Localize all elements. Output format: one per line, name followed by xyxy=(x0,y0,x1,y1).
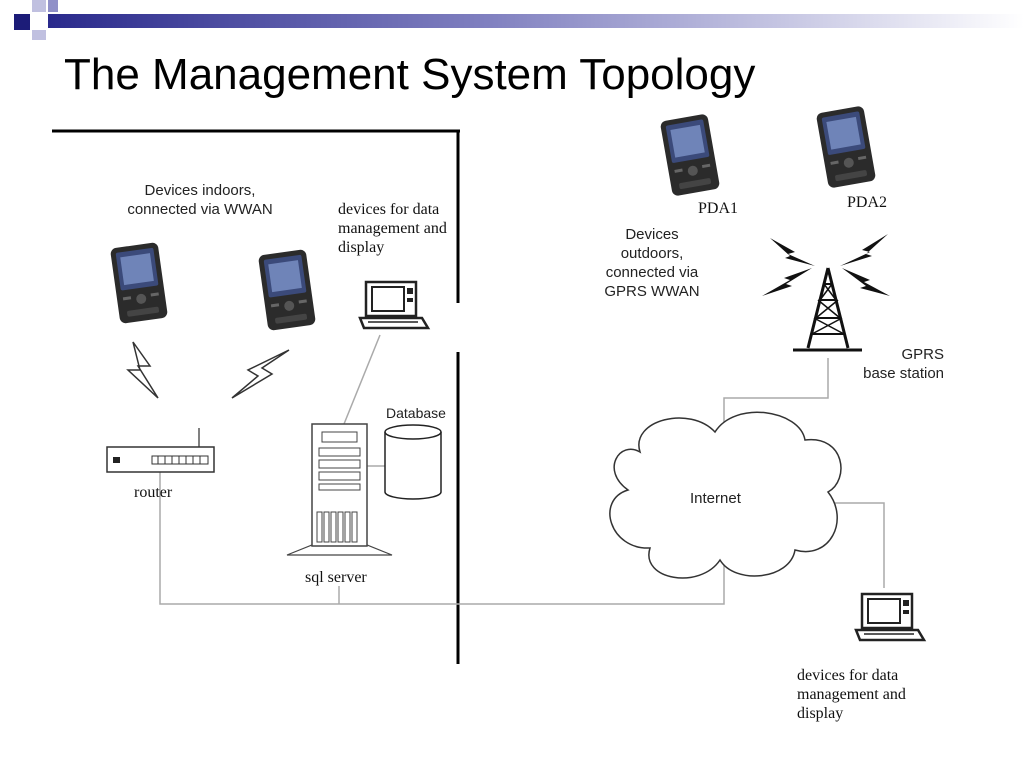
database-label: Database xyxy=(386,405,446,421)
display-laptop-1-icon xyxy=(358,280,430,330)
banner-square-mid xyxy=(48,0,58,12)
pda2-icon xyxy=(815,105,877,189)
signal-bolt-3-icon xyxy=(762,268,812,296)
data-devices-label-1: devices for data management and display xyxy=(338,201,447,256)
banner-square-dark xyxy=(14,14,30,30)
pda-indoor-2-icon xyxy=(257,249,317,331)
internet-to-display-line xyxy=(832,502,885,588)
pda-indoor-1-icon xyxy=(109,242,169,324)
signal-bolt-4-icon xyxy=(842,268,890,296)
pda1-icon xyxy=(659,113,721,197)
wireless-bolt-2-icon xyxy=(231,349,290,399)
display-to-sql-line xyxy=(343,334,381,425)
internet-cloud-icon xyxy=(609,411,842,579)
display-laptop-2-icon xyxy=(854,592,926,642)
signal-bolt-1-icon xyxy=(770,238,815,266)
title-banner xyxy=(14,0,1024,40)
gprs-tower-icon xyxy=(793,267,862,352)
database-icon xyxy=(384,424,442,500)
banner-square-light-1 xyxy=(32,0,46,12)
signal-bolt-2-icon xyxy=(840,234,888,266)
sql-server-icon xyxy=(286,423,393,556)
gprs-to-internet-line xyxy=(723,358,829,432)
router-label: router xyxy=(134,484,173,501)
page-title: The Management System Topology xyxy=(64,50,756,99)
sql-server-label: sql server xyxy=(305,569,367,586)
gprs-base-station-label: GPRS base station xyxy=(863,346,944,382)
banner-square-light-2 xyxy=(32,30,46,40)
pda1-label: PDA1 xyxy=(698,200,739,217)
internet-label: Internet xyxy=(690,490,741,507)
outdoors-devices-label: Devices outdoors, connected via GPRS WWA… xyxy=(604,226,700,300)
router-icon xyxy=(106,446,215,473)
wireless-bolt-1-icon xyxy=(126,341,159,399)
lan-line xyxy=(159,471,725,605)
pda2-label: PDA2 xyxy=(847,194,888,211)
data-devices-label-2: devices for data management and display xyxy=(797,667,906,722)
indoors-devices-label: Devices indoors, connected via WWAN xyxy=(127,182,273,218)
